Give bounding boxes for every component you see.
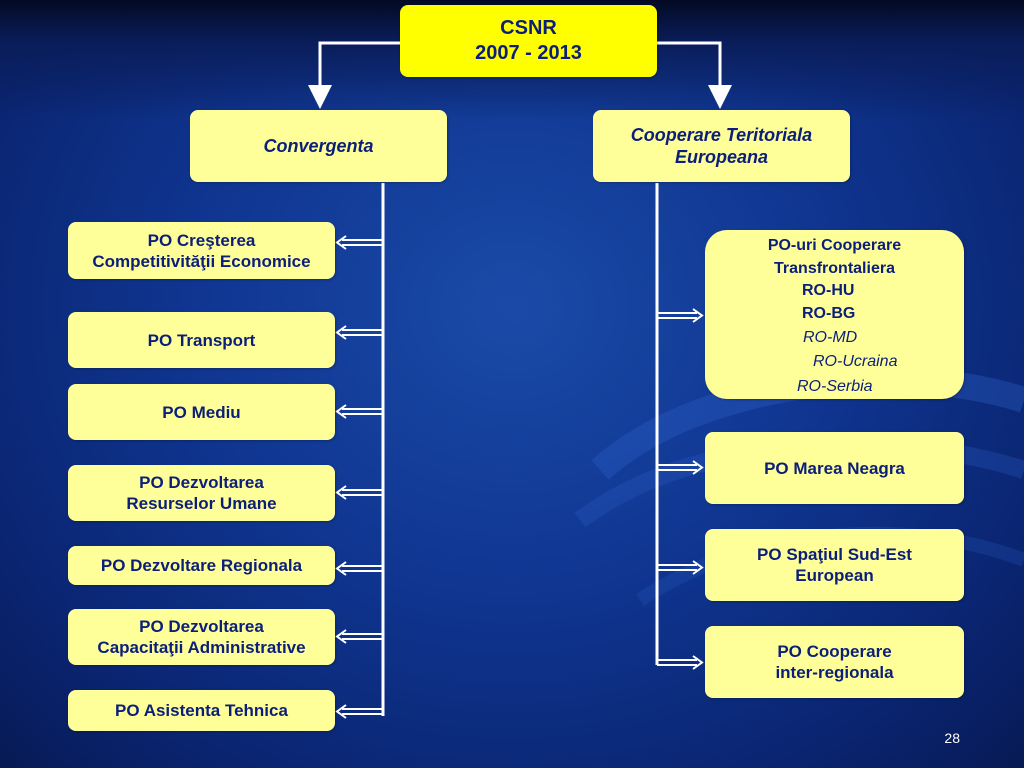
po-spatiul-line2: European [795,566,874,585]
po-dezvoltare-regionala: PO Dezvoltare Regionala [68,546,335,585]
po-uri-cooperare: PO-uri Cooperare Transfrontaliera [705,230,964,399]
po-transport: PO Transport [68,312,335,368]
sub-ro-ucraina: RO-Ucraina [813,353,898,370]
branch-convergenta: Convergenta [190,110,447,182]
po-marea-neagra: PO Marea Neagra [705,432,964,504]
po-mediu-label: PO Mediu [162,402,241,422]
root-title: CSNR [500,17,557,39]
root-csnr: CSNR 2007 - 2013 [400,5,657,77]
po-capacitate-line2: Capacitaţii Administrative [97,638,306,657]
po-uri-line1: PO-uri Cooperare [767,237,902,254]
root-period: 2007 - 2013 [475,42,582,64]
po-transport-label: PO Transport [147,330,256,350]
branch-cooperare: Cooperare Teritoriala Europeana [593,110,850,182]
po-dezvoltare-regionala-label: PO Dezvoltare Regionala [100,556,303,575]
po-capacitate-line1: PO Dezvoltarea [139,617,264,636]
po-competitivitate: PO Creşterea Competitivităţii Economice [68,222,335,279]
sub-ro-bg: RO-BG [802,305,856,322]
po-inter-line2: inter-regionala [775,663,894,682]
po-resurse-umane: PO Dezvoltarea Resurselor Umane [68,465,335,521]
po-spatiul-line1: PO Spaţiul Sud-Est [757,545,912,564]
page-number: 28 [944,730,960,746]
po-asistenta-tehnica: PO Asistenta Tehnica [68,690,335,731]
sub-ro-hu: RO-HU [802,282,855,299]
sub-ro-serbia: RO-Serbia [797,378,873,395]
branch-cooperare-line1: Cooperare Teritoriala [630,125,813,145]
branch-cooperare-line2: Europeana [674,147,769,167]
po-asistenta-tehnica-label: PO Asistenta Tehnica [115,701,288,720]
po-resurse-umane-line2: Resurselor Umane [126,494,277,513]
po-competitivitate-line2: Competitivităţii Economice [92,251,311,271]
po-cooperare-inter-regionala: PO Cooperare inter-regionala [705,626,964,698]
po-capacitate-administrativa: PO Dezvoltarea Capacitaţii Administrativ… [68,609,335,665]
po-competitivitate-line1: PO Creşterea [147,230,256,250]
sub-ro-md: RO-MD [803,329,858,346]
po-marea-neagra-label: PO Marea Neagra [764,458,905,478]
po-resurse-umane-line1: PO Dezvoltarea [139,473,264,492]
po-uri-line2: Transfrontaliera [774,260,895,277]
po-spatiul-sud-est: PO Spaţiul Sud-Est European [705,529,964,601]
po-inter-line1: PO Cooperare [777,642,892,661]
branch-convergenta-label: Convergenta [263,136,374,156]
po-mediu: PO Mediu [68,384,335,440]
